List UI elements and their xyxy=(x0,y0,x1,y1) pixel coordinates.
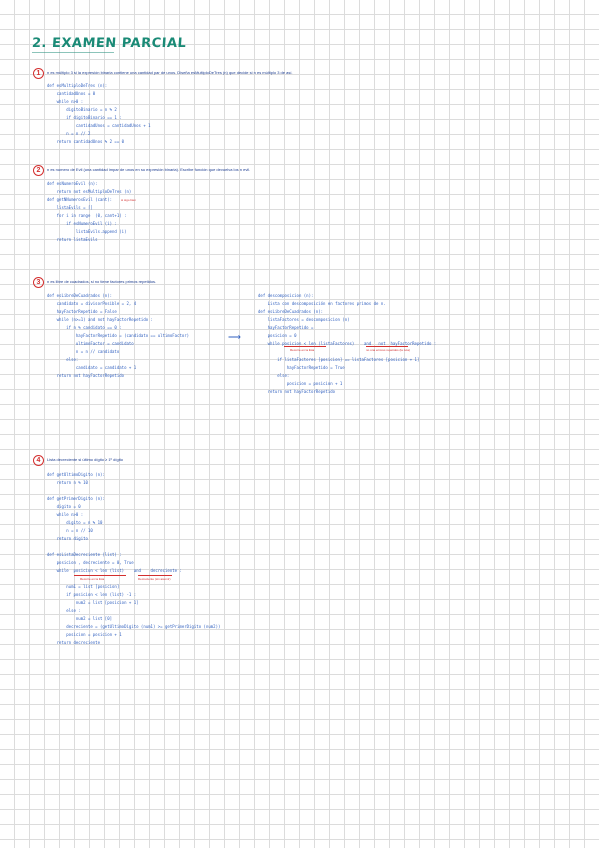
code-line: while n>0 : xyxy=(47,99,84,104)
exercise-2-note: si sigo bien xyxy=(121,198,137,202)
code-line: listaFactores = descomposicion (n) xyxy=(258,317,350,322)
title-underline xyxy=(32,52,114,53)
code-line: posicion , decreciente = 0, True xyxy=(47,560,134,565)
code-line: else: xyxy=(47,357,79,362)
exercise-4-statement: Lista decreciente si último dígito ≥ 1º … xyxy=(47,457,123,462)
code-line: if n % candidato == 0 : xyxy=(47,325,122,330)
code-line: if posicion < len (list) -1 : xyxy=(47,592,137,597)
code-line: while n>0 : xyxy=(47,512,84,517)
code-line: def esNumeroEvil (n): xyxy=(47,181,98,186)
exercise-number-2: 2 xyxy=(33,165,44,176)
code-line: def esListaDecreciente (list) : xyxy=(47,552,122,557)
exercise-3-statement: n es libre de cuadrados, si no tiene fac… xyxy=(47,279,157,284)
code-line: hayFactorRepetido = True xyxy=(258,365,345,370)
code-line: def getPrimerDigito (n): xyxy=(47,496,105,501)
code-line: else: xyxy=(258,373,290,378)
exercise-1-statement: n es múltiplo 3 si la expresión binaria … xyxy=(47,70,293,75)
code-line: hayFactorRepetido = False xyxy=(47,309,117,314)
code-line: while posicion < len (list) and decrecie… xyxy=(47,568,182,573)
code-line: n = n // candidato xyxy=(47,349,120,354)
code-line: return listaEvils xyxy=(47,237,98,242)
code-line: listaEvils = [] xyxy=(47,205,93,210)
code-line: while (n>=1) and not hayFactorRepetido : xyxy=(47,317,153,322)
arrow-icon: ⟶ xyxy=(228,332,241,342)
code-line: num2 = list [0] xyxy=(47,616,113,621)
page-title: 2. EXAMEN PARCIAL xyxy=(31,36,187,51)
code-line: posicion = 0 xyxy=(258,333,297,338)
code-line: n = n // 10 xyxy=(47,528,93,533)
code-line: ultimoFactor = candidato xyxy=(47,341,134,346)
code-line: Lista con descomposición en factores pri… xyxy=(258,301,386,306)
code-line: else : xyxy=(47,608,81,613)
code-line: return n % 10 xyxy=(47,480,88,485)
code-line: return not hayFactorRepetido xyxy=(47,373,125,378)
code-line: digito = n % 10 xyxy=(47,520,103,525)
code-line: return not esMultiploDeTres (n) xyxy=(47,189,132,194)
exercise-4-note-right: Decreciente (sin asumir) xyxy=(138,577,171,581)
code-line: return decreciente xyxy=(47,640,100,645)
code-line: candidato = candidato + 1 xyxy=(47,365,137,370)
code-line: if digitoBinario == 1 : xyxy=(47,115,122,120)
code-line: n = n // 2 xyxy=(47,131,91,136)
code-line: hayFactorRepetido = (candidato == ultimo… xyxy=(47,333,190,338)
exercise-3-note-left: Recorre en la lista xyxy=(290,348,315,352)
code-line: def getUltimoDigito (n): xyxy=(47,472,105,477)
exercise-number-1: 1 xyxy=(33,68,44,79)
code-line: cantidadUnos = 0 xyxy=(47,91,96,96)
code-line: return digito xyxy=(47,536,88,541)
code-line: return cantidadUnos % 2 == 0 xyxy=(47,139,125,144)
underline-mark xyxy=(366,346,408,347)
underline-mark xyxy=(74,575,126,576)
code-line: return not hayFactorRepetido xyxy=(258,389,336,394)
code-line: num2 = list [posicion + 1] xyxy=(47,600,139,605)
code-line: def esLibreDeCuadrados (n): xyxy=(258,309,324,314)
code-line: def getNNumerosEvil (cant): xyxy=(47,197,113,202)
exercise-2-statement: n es numero de Evil (una cantidad impar … xyxy=(47,167,251,172)
code-line: hayFactorRepetido = xyxy=(258,325,316,330)
code-line: candidato = divisorPosible = 2, 4 xyxy=(47,301,137,306)
code-line: num1 = list [posicion] xyxy=(47,584,120,589)
code-line: if esNumeroEvil (i) : xyxy=(47,221,117,226)
code-line: if listaFactores [posicion] == listaFact… xyxy=(258,357,420,362)
code-line: cantidadUnos = cantidadUnos + 1 xyxy=(47,123,151,128)
code-line: while posicion < len (listaFactores) and… xyxy=(258,341,437,346)
code-line: decreciente = (getUltimoDigito (num1) >=… xyxy=(47,624,221,629)
code-line: posicion = posicion + 1 xyxy=(47,632,122,637)
code-line: def esMultiploDeTres (n): xyxy=(47,83,108,88)
underline-mark xyxy=(138,575,172,576)
exercise-4-note-left: Recorre en la lista xyxy=(80,577,105,581)
exercise-number-3: 3 xyxy=(33,277,44,288)
code-line: for i in range (0, cant+1) : xyxy=(47,213,127,218)
code-line: listaEvils.append (i) xyxy=(47,229,127,234)
underline-mark xyxy=(284,346,326,347)
code-line: def esLibreDeCuadrados (n): xyxy=(47,293,113,298)
exercise-3-note-right: no una errores repetidos (la ruta) xyxy=(366,348,410,352)
code-line: posicion = posicion + 1 xyxy=(258,381,343,386)
code-line: digito = 0 xyxy=(47,504,81,509)
code-line: def descomposicion (n): xyxy=(258,293,314,298)
exercise-number-4: 4 xyxy=(33,455,44,466)
code-line: digitoBinario = n % 2 xyxy=(47,107,117,112)
